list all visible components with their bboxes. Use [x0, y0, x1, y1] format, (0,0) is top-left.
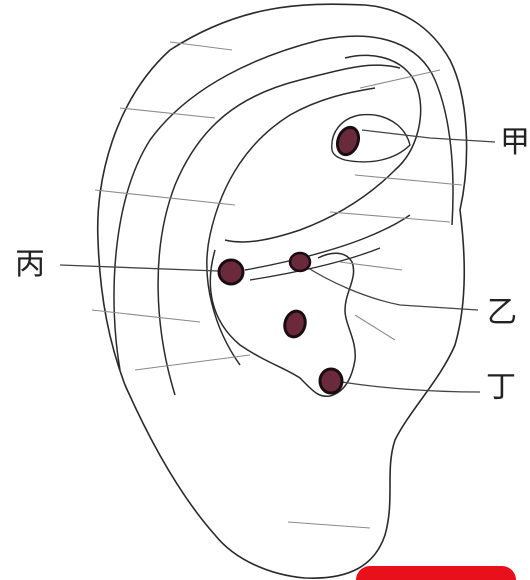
point-jia	[334, 124, 362, 157]
label-yi: 乙	[487, 298, 517, 328]
point-ding	[320, 369, 342, 393]
upper-fossa-loop	[225, 55, 421, 242]
helix-crus-lower	[250, 248, 380, 280]
leader-bing	[60, 265, 218, 271]
leader-lines	[60, 130, 495, 392]
hatch-marks	[92, 42, 462, 528]
label-bing: 丙	[15, 250, 45, 280]
leader-ding	[342, 382, 480, 392]
point-yi	[290, 253, 310, 271]
leader-yi	[305, 266, 478, 310]
point-unlabeled	[282, 309, 308, 339]
corner-red-tab	[356, 566, 516, 580]
acupoints	[219, 124, 362, 393]
helix-crus	[245, 215, 410, 270]
helix-inner-edge	[114, 36, 453, 370]
outer-ear-contour	[98, 4, 467, 578]
point-bing	[219, 260, 243, 284]
label-ding: 丁	[486, 373, 516, 403]
label-jia: 甲	[500, 128, 530, 158]
leader-jia	[362, 130, 495, 142]
